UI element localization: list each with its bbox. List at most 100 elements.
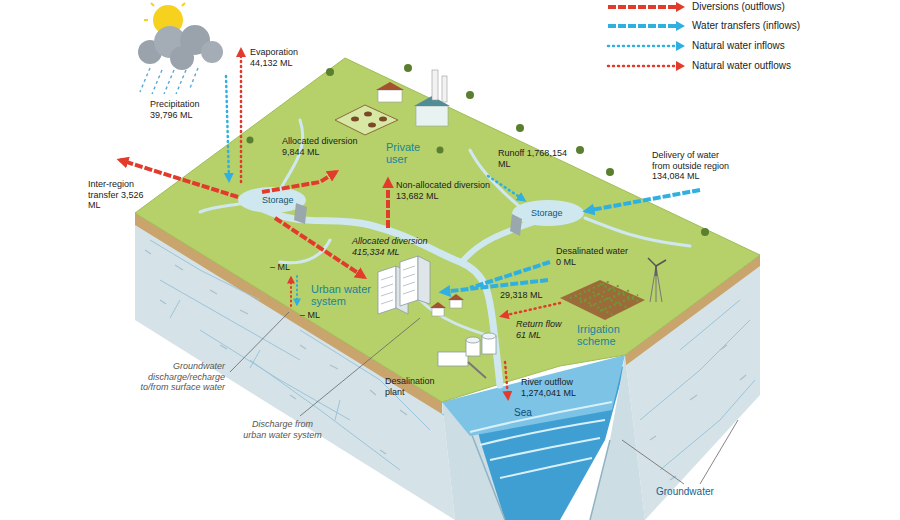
farm-part [432,70,438,100]
flow-label: Groundwater discharge/recharge to/from s… [130,361,225,393]
rivers-part [462,220,540,262]
desalination-plant-part [482,333,496,339]
leader-lines [230,312,738,484]
legend-arrowhead [676,21,685,31]
legend-arrowhead [676,61,685,71]
flow-label: Desalination plant [385,376,445,397]
rivers-part [255,205,500,385]
farm-part [416,106,448,126]
farm-part [379,117,387,122]
legend-text: Diversions (outflows) [692,1,785,13]
dams-part [510,214,522,236]
urban-buildings-part [432,308,444,316]
farm-part [364,112,372,117]
farm-part [351,117,359,122]
flow-arrows-part [470,262,550,288]
flow-label: Private user [386,141,434,165]
flow-label: Desalinated water 0 ML [556,246,633,267]
trees-part [326,68,334,76]
farm-part [378,90,402,102]
flow-arrows-part [296,276,298,304]
sea-part [470,430,610,520]
leader-lines-part [300,318,420,416]
leader-lines-part [700,420,738,484]
trees-part [516,124,524,132]
flow-arrows-part [502,303,560,316]
dams-part [294,203,307,224]
rivers-part [470,150,520,207]
legend-arrowhead [676,41,685,51]
weather-part [140,68,198,94]
flow-label: Discharge from urban water system [240,419,325,440]
urban-buildings-part [381,266,415,304]
urban-buildings-part [448,294,464,300]
flow-label: Non-allocated diversion 13,682 ML [396,180,506,201]
weather-part [201,41,223,63]
farm [335,70,450,135]
dams [294,203,522,236]
flow-label: – ML [300,310,320,321]
flow-label: Inter-region transfer 3,526 ML [88,179,148,211]
urban-buildings [378,256,464,316]
rivers-part [200,203,245,212]
leader-lines-part [622,440,684,484]
irrigation-part [648,258,666,276]
farm-part [442,76,447,102]
desalination-plant-part [438,352,468,366]
flow-arrows-part [262,172,336,192]
flow-label: Evaporation 44,132 ML [250,47,312,68]
desalination-plant-part [466,337,480,343]
trees-part [404,64,412,72]
rivers [200,120,690,385]
trees-part [437,147,444,154]
flow-arrows-part [505,362,508,398]
flow-label: Storage [531,208,563,219]
flow-arrows [120,50,700,398]
legend-sample [606,40,686,52]
rivers-part [585,218,690,246]
flow-label: Precipitation 39,796 ML [150,99,212,120]
flow-label: Return flow 61 ML [516,319,571,340]
flow-label: Allocated diversion 415,334 ML [352,236,437,257]
irrigation [560,258,666,320]
flow-label: Irrigation scheme [577,323,647,347]
urban-buildings-part [450,300,462,308]
farm-part [335,105,398,135]
flow-arrows-part [240,50,243,182]
weather [138,0,223,94]
urban-buildings-part [400,256,418,306]
legend-text: Natural water inflows [692,40,785,52]
legend-sample [606,20,686,32]
land-surface [135,58,760,402]
trees-part [247,137,254,144]
flow-label: Storage [262,195,294,206]
legend-line [608,65,676,68]
legend-sample [606,1,686,13]
flow-arrows-part [586,190,700,211]
flow-label: Groundwater [656,486,714,498]
flow-label: River outflow 1,274,041 ML [521,377,586,398]
trees-part [576,146,584,154]
leader-lines-part [230,312,289,372]
flow-label: Urban water system [311,283,376,307]
urban-buildings-part [378,266,396,314]
flow-arrows-part [386,180,390,228]
legend-text: Natural water outflows [692,60,791,72]
legend-line [608,5,676,9]
flow-label: 29,318 ML [500,290,543,301]
flow-label: – ML [270,262,290,273]
trees [247,64,710,236]
rivers-part [280,240,330,263]
flow-label: Delivery of water from outside region 13… [652,150,737,182]
farm-part [368,123,376,128]
legend-sample [606,60,686,72]
flow-arrows-part [226,76,229,180]
weather-part [170,46,194,70]
sea-part [470,402,612,478]
desalination-plant-part [468,362,486,378]
farm-part [376,82,404,90]
flow-label: Runoff 1,768,154 ML [498,148,568,169]
legend-arrowhead [676,2,685,12]
flow-label: Allocated diversion 9,844 ML [282,136,372,157]
